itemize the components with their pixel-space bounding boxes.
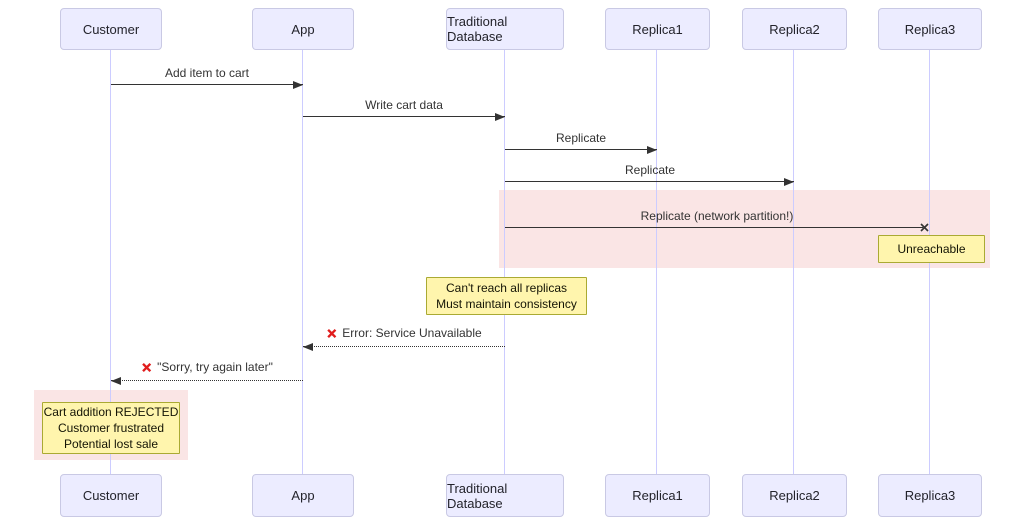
message-text: Replicate (network partition!) <box>640 209 794 223</box>
lifeline-app <box>302 50 303 474</box>
actor-top-replica2: Replica2 <box>742 8 847 50</box>
note-line: Customer frustrated <box>57 421 165 435</box>
message-label-sorry: "Sorry, try again later" <box>141 360 273 374</box>
arrowhead-icon <box>111 377 121 385</box>
message-label-error: Error: Service Unavailable <box>326 326 482 340</box>
message-line-write-cart <box>303 116 505 117</box>
message-text: "Sorry, try again later" <box>157 360 273 374</box>
error-x-icon <box>142 362 152 372</box>
message-text: Write cart data <box>365 98 443 112</box>
note-line: Cart addition REJECTED <box>43 405 179 419</box>
actor-top-app: App <box>252 8 354 50</box>
note-unreachable: Unreachable <box>878 235 985 263</box>
lifeline-replica2 <box>793 50 794 474</box>
error-x-icon <box>327 328 337 338</box>
message-label-replicate3: Replicate (network partition!) <box>641 209 794 223</box>
message-line-sorry <box>111 380 303 381</box>
message-line-replicate2 <box>505 181 794 182</box>
note-line: Must maintain consistency <box>436 297 577 311</box>
cross-terminator-icon <box>920 223 929 232</box>
arrowhead-icon <box>647 146 657 154</box>
actor-top-customer: Customer <box>60 8 162 50</box>
message-label-add-item: Add item to cart <box>165 66 249 80</box>
message-line-add-item <box>111 84 303 85</box>
arrowhead-icon <box>303 343 313 351</box>
message-label-replicate2: Replicate <box>625 163 675 177</box>
actor-top-replica3: Replica3 <box>878 8 982 50</box>
message-line-replicate3 <box>505 227 923 228</box>
actor-bottom-replica1: Replica1 <box>605 474 710 517</box>
actor-bottom-replica2: Replica2 <box>742 474 847 517</box>
message-text: Replicate <box>555 131 607 145</box>
note-line: Potential lost sale <box>63 437 159 451</box>
actor-bottom-traditional-database: Traditional Database <box>446 474 564 517</box>
arrowhead-icon <box>495 113 505 121</box>
note-consistency: Can't reach all replicas Must maintain c… <box>426 277 587 315</box>
message-line-error <box>303 346 505 347</box>
message-text: Add item to cart <box>164 66 250 80</box>
note-rejected: Cart addition REJECTED Customer frustrat… <box>42 402 180 454</box>
message-label-write-cart: Write cart data <box>365 98 443 112</box>
actor-top-traditional-database: Traditional Database <box>446 8 564 50</box>
actor-bottom-app: App <box>252 474 354 517</box>
note-line: Unreachable <box>897 242 966 256</box>
actor-top-replica1: Replica1 <box>605 8 710 50</box>
actor-bottom-customer: Customer <box>60 474 162 517</box>
arrowhead-icon <box>784 178 794 186</box>
message-text: Replicate <box>624 163 676 177</box>
message-text: Error: Service Unavailable <box>342 326 482 340</box>
lifeline-traditional-database <box>504 50 505 474</box>
actor-bottom-replica3: Replica3 <box>878 474 982 517</box>
arrowhead-icon <box>293 81 303 89</box>
message-label-replicate1: Replicate <box>556 131 606 145</box>
lifeline-customer <box>110 50 111 474</box>
note-line: Can't reach all replicas <box>445 281 567 295</box>
lifeline-replica1 <box>656 50 657 474</box>
message-line-replicate1 <box>505 149 657 150</box>
